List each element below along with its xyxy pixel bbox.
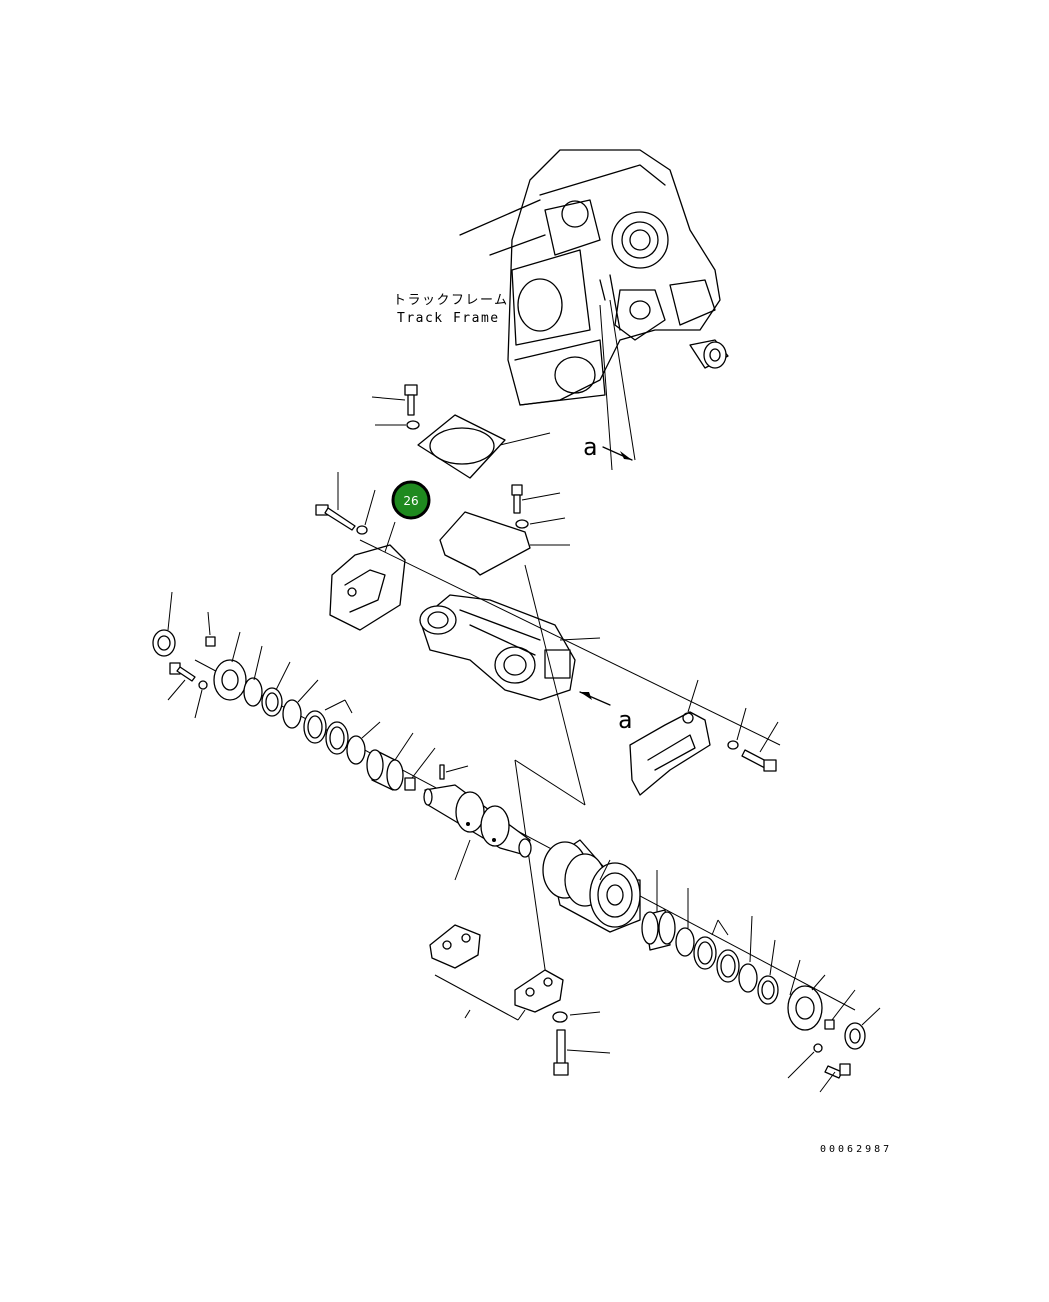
guard-block-2: [514, 969, 564, 1013]
bolt-right-upper: [511, 484, 566, 529]
frame-gasket: [417, 414, 551, 479]
o-ring-5: [738, 915, 758, 993]
frame-bushing: [689, 339, 729, 369]
left-seal-ring: [152, 591, 176, 657]
frame-label-jp: トラックフレーム: [393, 293, 509, 308]
roller-shaft: [423, 784, 532, 881]
upper-bolt: [371, 384, 418, 416]
o-ring-1: [243, 645, 263, 707]
plug: [205, 611, 216, 647]
right-bolt: [787, 1043, 851, 1093]
plug-2: [404, 747, 436, 791]
right-seal-ring: [844, 1007, 881, 1050]
right-bracket: [629, 679, 711, 796]
o-ring-3: [346, 721, 381, 765]
track-frame: [459, 149, 721, 406]
guard-block-1: [429, 924, 481, 969]
callout-26[interactable]: 26: [391, 480, 431, 520]
cover-plate: [439, 511, 570, 576]
left-cap: [213, 631, 247, 701]
floating-seal-2: [693, 919, 740, 983]
seal-1: [261, 661, 291, 717]
bracket-bolt-left: [315, 472, 376, 535]
plug-right: [824, 989, 856, 1030]
axis-line-lower: [514, 759, 549, 991]
view-marker-lower: a: [618, 706, 632, 734]
bushing-right: [641, 870, 676, 951]
o-ring-2: [282, 679, 319, 729]
axis-line-zig: [514, 759, 586, 806]
frame-label-en: Track Frame: [397, 311, 500, 326]
pin: [439, 764, 469, 780]
floating-seal-1: [303, 699, 353, 755]
bushing-left: [366, 732, 414, 791]
o-ring-4: [675, 888, 695, 957]
view-arrow-lower: [579, 691, 611, 706]
track-roller: [542, 839, 641, 933]
view-marker-upper: a: [583, 433, 597, 461]
axis-line-main: [194, 659, 856, 1011]
upper-washer: [375, 420, 420, 430]
right-cap: [787, 959, 826, 1031]
axis-line-vertical: [524, 564, 586, 806]
bracket-bolt-right: [727, 707, 779, 772]
seal-2: [757, 939, 779, 1005]
guard-bolt: [553, 1029, 611, 1076]
document-number: 00062987: [820, 1144, 892, 1155]
callout-26-number: 26: [403, 494, 418, 508]
left-bracket: [329, 521, 406, 631]
view-arrow-upper: [599, 299, 636, 471]
axis-line-upper: [359, 539, 781, 746]
guard-washer: [552, 1011, 601, 1023]
guard-leaders: [434, 974, 526, 1021]
left-bolt: [167, 662, 208, 719]
pivot-housing: [419, 594, 601, 701]
